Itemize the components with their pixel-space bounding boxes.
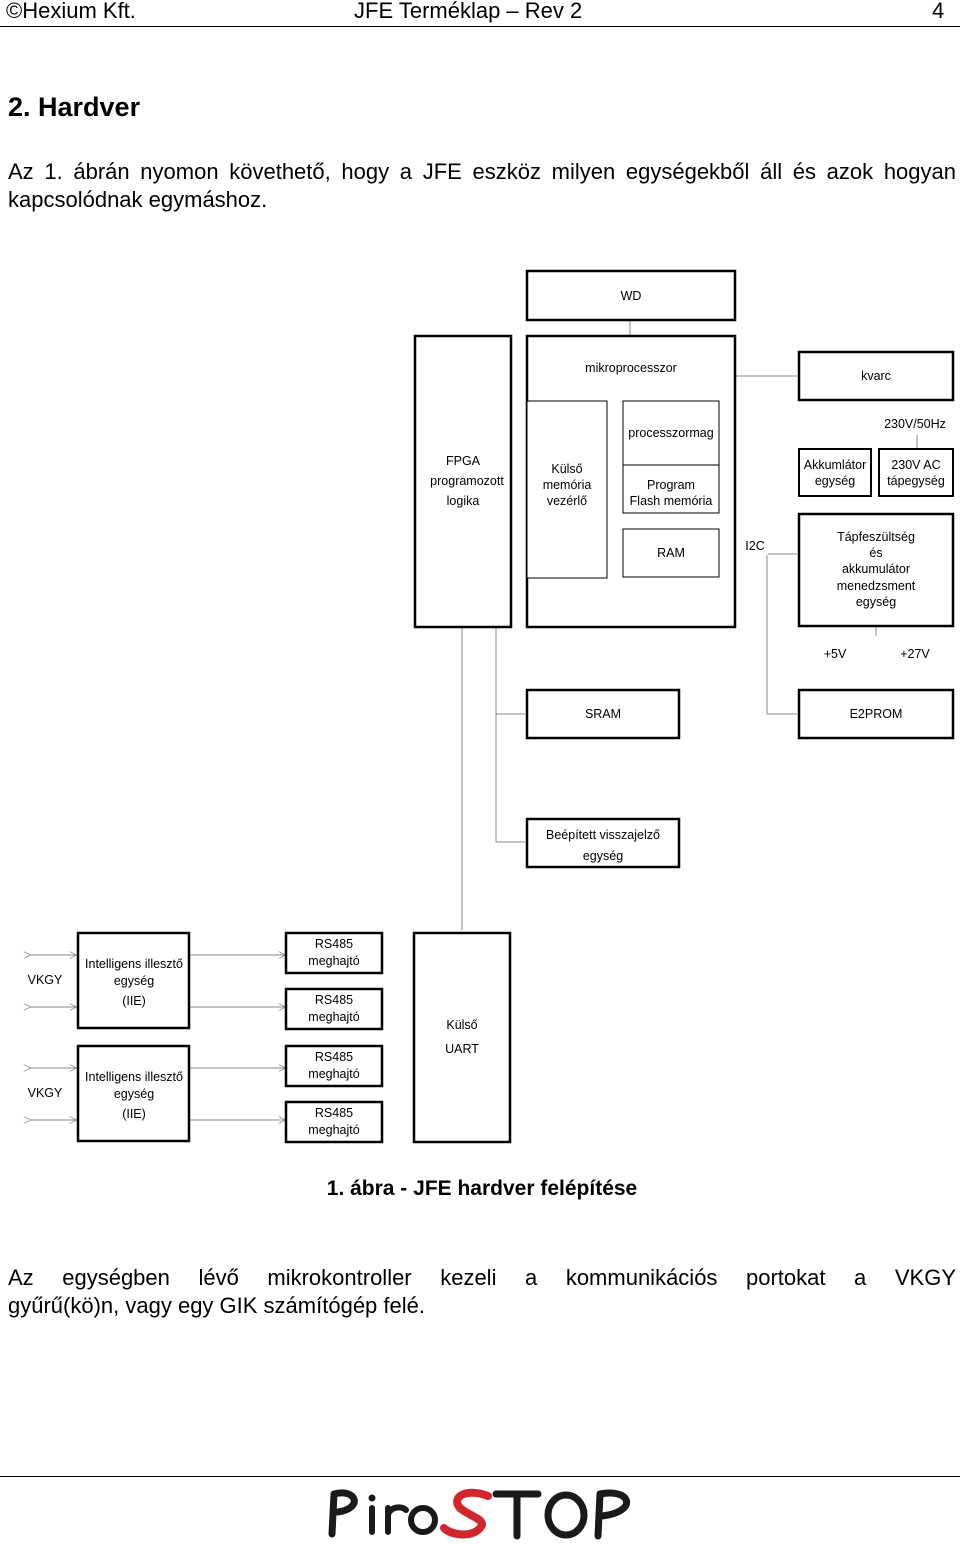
eeprom-label: E2PROM: [850, 707, 903, 721]
body-paragraph-line-1: Az egységben lévő mikrokontroller kezeli…: [8, 1265, 956, 1290]
iie-1-line-2: egység: [114, 974, 154, 988]
ram-label: RAM: [657, 546, 685, 560]
power-mgmt-line-3: akkumulátor: [842, 562, 910, 576]
rs485-2-line-1: RS485: [315, 993, 353, 1007]
ext-mem-line-1: Külső: [551, 462, 582, 476]
flash-line-1: Program: [647, 478, 695, 492]
iie-2-line-1: Intelligens illesztő: [85, 1070, 183, 1084]
rs485-3-line-2: meghajtó: [308, 1067, 359, 1081]
header-company: ©Hexium Kft.: [6, 0, 136, 23]
quartz-box: [797, 350, 955, 402]
battery-line-1: Akkumlátor: [804, 458, 867, 472]
rs485-box-3: [284, 1044, 384, 1088]
ext-mem-line-3: vezérlő: [547, 494, 587, 508]
iie-box-2: [76, 1044, 191, 1143]
power-mgmt-line-1: Tápfeszültség: [837, 530, 915, 544]
header-doc-title: JFE Terméklap – Rev 2: [354, 0, 583, 23]
battery-box: [798, 448, 872, 497]
uart-line-2: UART: [445, 1042, 479, 1056]
psu-box: [878, 448, 954, 497]
core-label: processzormag: [628, 426, 713, 440]
wd-box: [525, 269, 737, 322]
iie-1-line-3: (IIE): [122, 994, 146, 1008]
ext-mem-ctrl-box: [526, 400, 608, 579]
mains-label: 230V/50Hz: [884, 417, 946, 431]
feedback-box: [525, 817, 681, 869]
rs485-box-1: [284, 931, 384, 975]
quartz-label: kvarc: [861, 369, 891, 383]
flash-line-2: Flash memória: [630, 494, 713, 508]
body-paragraph: Az egységben lévő mikrokontroller kezeli…: [8, 1264, 956, 1320]
rs485-4-line-2: meghajtó: [308, 1123, 359, 1137]
uart-line-1: Külső: [446, 1018, 477, 1032]
v5-label: +5V: [824, 647, 847, 661]
rs485-3-line-1: RS485: [315, 1050, 353, 1064]
iie-1-line-1: Intelligens illesztő: [85, 957, 183, 971]
psu-line-1: 230V AC: [891, 458, 940, 472]
power-mgmt-line-5: egység: [856, 595, 896, 609]
rs485-1-line-1: RS485: [315, 937, 353, 951]
wd-label: WD: [621, 289, 642, 303]
body-paragraph-line-2: gyűrű(kö)n, vagy egy GIK számítógép felé…: [8, 1293, 425, 1318]
page-header: ©Hexium Kft. JFE Terméklap – Rev 2 4: [0, 0, 960, 27]
figure-caption: 1. ábra - JFE hardver felépítése: [326, 1177, 638, 1200]
eeprom-box: [797, 688, 955, 740]
feedback-line-2: egység: [583, 849, 623, 863]
psu-line-2: tápegység: [887, 474, 945, 488]
microprocessor-label: mikroprocesszor: [585, 361, 677, 375]
v27-label: +27V: [900, 647, 930, 661]
fpga-line-1: FPGA: [446, 454, 481, 468]
vkgy-label-2: VKGY: [28, 1086, 63, 1100]
fpga-line-3: logika: [447, 494, 480, 508]
power-mgmt-line-2: és: [869, 546, 882, 560]
section-heading: 2. Hardver: [8, 92, 141, 122]
rs485-2-line-2: meghajtó: [308, 1010, 359, 1024]
intro-paragraph: Az 1. ábrán nyomon követhető, hogy a JFE…: [8, 159, 956, 212]
ext-mem-line-2: memória: [543, 478, 592, 492]
i2c-label: I2C: [745, 539, 764, 553]
rs485-1-line-2: meghajtó: [308, 954, 359, 968]
core-box: [622, 400, 720, 466]
rs485-4-line-1: RS485: [315, 1106, 353, 1120]
vkgy-label-1: VKGY: [28, 973, 63, 987]
fpga-line-2: programozott: [430, 474, 504, 488]
rs485-box-2: [284, 987, 384, 1031]
header-page-number: 4: [932, 0, 945, 23]
fpga-box: [413, 334, 513, 629]
iie-2-line-3: (IIE): [122, 1107, 146, 1121]
iie-box-1: [76, 931, 191, 1030]
feedback-line-1: Beépített visszajelző: [546, 828, 660, 842]
uart-box: [412, 931, 512, 1144]
sram-box: [525, 688, 681, 740]
power-mgmt-line-4: menedzsment: [837, 579, 916, 593]
iie-2-line-2: egység: [114, 1087, 154, 1101]
rs485-box-4: [284, 1100, 384, 1144]
flash-box: [622, 464, 720, 514]
power-mgmt-box: [797, 512, 955, 628]
footer-rule: [0, 1476, 960, 1477]
ram-box: [622, 528, 720, 578]
pirostop-logo: [328, 1488, 630, 1540]
hardware-block-diagram: WD mikroprocesszor kvarc 230V/50Hz FPGA …: [0, 269, 955, 1144]
sram-label: SRAM: [585, 707, 621, 721]
battery-line-2: egység: [815, 474, 855, 488]
